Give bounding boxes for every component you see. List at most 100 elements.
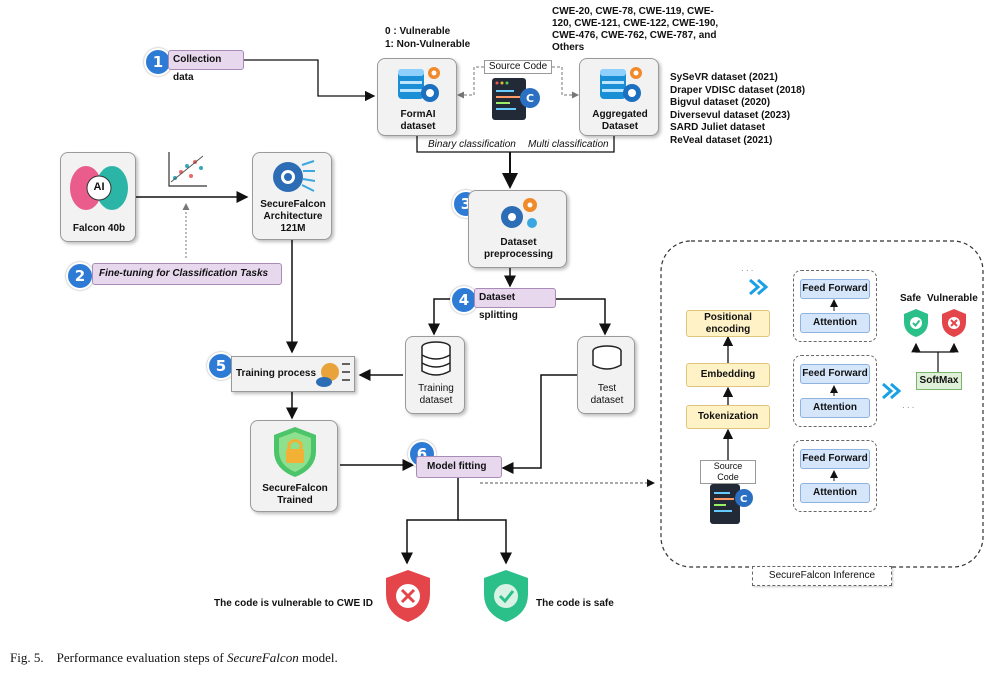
svg-text:C: C (740, 494, 747, 505)
source-code-label: Source Code (484, 60, 552, 74)
safe-check-icon (904, 309, 928, 337)
feed-forward-box: Feed Forward (800, 449, 870, 469)
dataset-item: Bigvul dataset (2020) (670, 97, 771, 108)
inference-label: SecureFalcon Inference (752, 566, 892, 586)
tokenization-box: Tokenization (686, 405, 770, 429)
caption-italic: SecureFalcon (226, 650, 299, 665)
attention-box: Attention (800, 398, 870, 418)
multi-classification-label: Multi classification (528, 139, 609, 150)
caption-prefix: Fig. 5. Performance evaluation steps of (10, 650, 227, 665)
arch-line1: SecureFalcon (260, 199, 326, 210)
architecture-card: SecureFalcon Architecture 121M (252, 152, 332, 240)
finetuning-label: Fine-tuning for Classification Tasks (92, 263, 282, 285)
trained-line2: Trained (277, 495, 313, 506)
vulnerable-label: Vulnerable (927, 293, 978, 304)
feed-forward-box: Feed Forward (800, 279, 870, 299)
cwe-line: CWE-20, CWE-78, CWE-119, CWE- (552, 6, 714, 17)
gears-icon (501, 198, 537, 228)
brain-coin-icon (316, 363, 350, 387)
test-ds-line1: Test (597, 383, 617, 394)
code-file-icon: C (710, 484, 753, 524)
preprocessing-line1: Dataset (500, 237, 537, 248)
dataset-item: Diversevul dataset (2023) (670, 109, 791, 121)
vuln-legend-0: 0 : Vulnerable (385, 26, 451, 37)
test-dataset-card: Test dataset (577, 336, 635, 414)
cwe-list: CWE-20, CWE-78, CWE-119, CWE- 120, CWE-1… (552, 6, 718, 54)
trained-line1: SecureFalcon (262, 483, 328, 494)
safe-result-label: The code is safe (536, 598, 614, 609)
attention-box: Attention (800, 313, 870, 333)
encoder-block-3: Feed Forward Attention (793, 440, 877, 512)
step-badge-2: 2 (66, 262, 94, 290)
positional-encoding-box: Positional encoding (686, 310, 770, 337)
step-badge-5: 5 (207, 352, 235, 380)
encoder-block-2: Feed Forward Attention (793, 355, 877, 427)
database-icon (592, 345, 622, 370)
falcon-title: Falcon 40b (72, 223, 126, 234)
chart-icon (168, 152, 207, 187)
training-process-card: Training process (231, 356, 355, 392)
database-gear-icon (398, 67, 440, 102)
svg-text:· · ·: · · · (902, 403, 914, 412)
shield-lock-icon (274, 427, 316, 477)
arch-line3: 121M (280, 223, 306, 234)
arch-line2: Architecture (263, 211, 323, 222)
inference-source-code-label: Source Code (700, 460, 756, 484)
figure-caption: Fig. 5. Performance evaluation steps of … (10, 650, 338, 666)
caption-suffix: model. (298, 650, 338, 665)
softmax-box: SoftMax (916, 372, 962, 390)
cwe-line: 120, CWE-121, CWE-122, CWE-190, (552, 18, 719, 29)
training-dataset-card: Training dataset (405, 336, 465, 414)
formai-dataset-card: FormAI dataset (377, 58, 457, 136)
cwe-line: CWE-476, CWE-762, CWE-787, and (552, 30, 717, 41)
safe-shield-icon (484, 570, 528, 622)
training-process-label: Training process (236, 368, 317, 379)
network-gear-icon (273, 160, 316, 192)
trained-card: SecureFalcon Trained (250, 420, 338, 512)
code-file-icon: C (492, 78, 540, 120)
vulnerable-x-icon (942, 309, 966, 337)
database-gear-icon (600, 67, 642, 102)
dataset-item: Draper VDISC dataset (2018) (670, 84, 806, 96)
collection-data-label: Collection data (168, 50, 244, 83)
formai-title: FormAI (400, 109, 436, 120)
dataset-list: SySeVR dataset (2021) Draper VDISC datas… (670, 72, 805, 147)
cwe-line: Others (552, 42, 585, 53)
vuln-legend-1: 1: Non-Vulnerable (385, 39, 471, 50)
test-ds-line2: dataset (590, 395, 624, 406)
training-ds-line2: dataset (419, 395, 453, 406)
step-badge-4: 4 (450, 286, 478, 314)
aggregated-title: Aggregated (592, 109, 648, 120)
feed-forward-box: Feed Forward (800, 364, 870, 384)
database-icon (421, 341, 451, 376)
ai-label: AI (93, 181, 105, 193)
model-fitting-label: Model fitting (416, 456, 502, 478)
vulnerable-shield-icon (386, 570, 430, 622)
aggregated-dataset-card: Aggregated Dataset (579, 58, 659, 136)
inf-src-line1: Source (713, 461, 743, 471)
svg-text:· · ·: · · · (741, 266, 753, 275)
preprocessing-line2: preprocessing (484, 249, 553, 260)
chevron-icon-top (749, 278, 769, 296)
formai-subtitle: dataset (400, 121, 436, 132)
ai-brain-icon (70, 166, 128, 210)
dataset-splitting-label: Dataset splitting (474, 288, 556, 321)
inf-src-line2: Code (717, 472, 739, 482)
aggregated-subtitle: Dataset (601, 121, 639, 132)
positional-line2: encoding (705, 324, 751, 335)
vulnerable-result-label: The code is vulnerable to CWE ID (214, 598, 373, 609)
dataset-item: SySeVR dataset (2021) (670, 72, 778, 83)
binary-classification-label: Binary classification (428, 139, 516, 150)
chevron-icon-mid (882, 382, 902, 400)
attention-box: Attention (800, 483, 870, 503)
inference-panel (660, 240, 984, 568)
falcon-card: AI Falcon 40b (60, 152, 136, 242)
svg-text:C: C (526, 92, 534, 105)
dataset-item: ReVeal dataset (2021) (670, 134, 773, 146)
training-ds-line1: Training (418, 383, 454, 394)
encoder-block-1: Feed Forward Attention (793, 270, 877, 342)
dataset-item: SARD Juliet dataset (670, 122, 766, 133)
preprocessing-card: Dataset preprocessing (468, 190, 567, 268)
